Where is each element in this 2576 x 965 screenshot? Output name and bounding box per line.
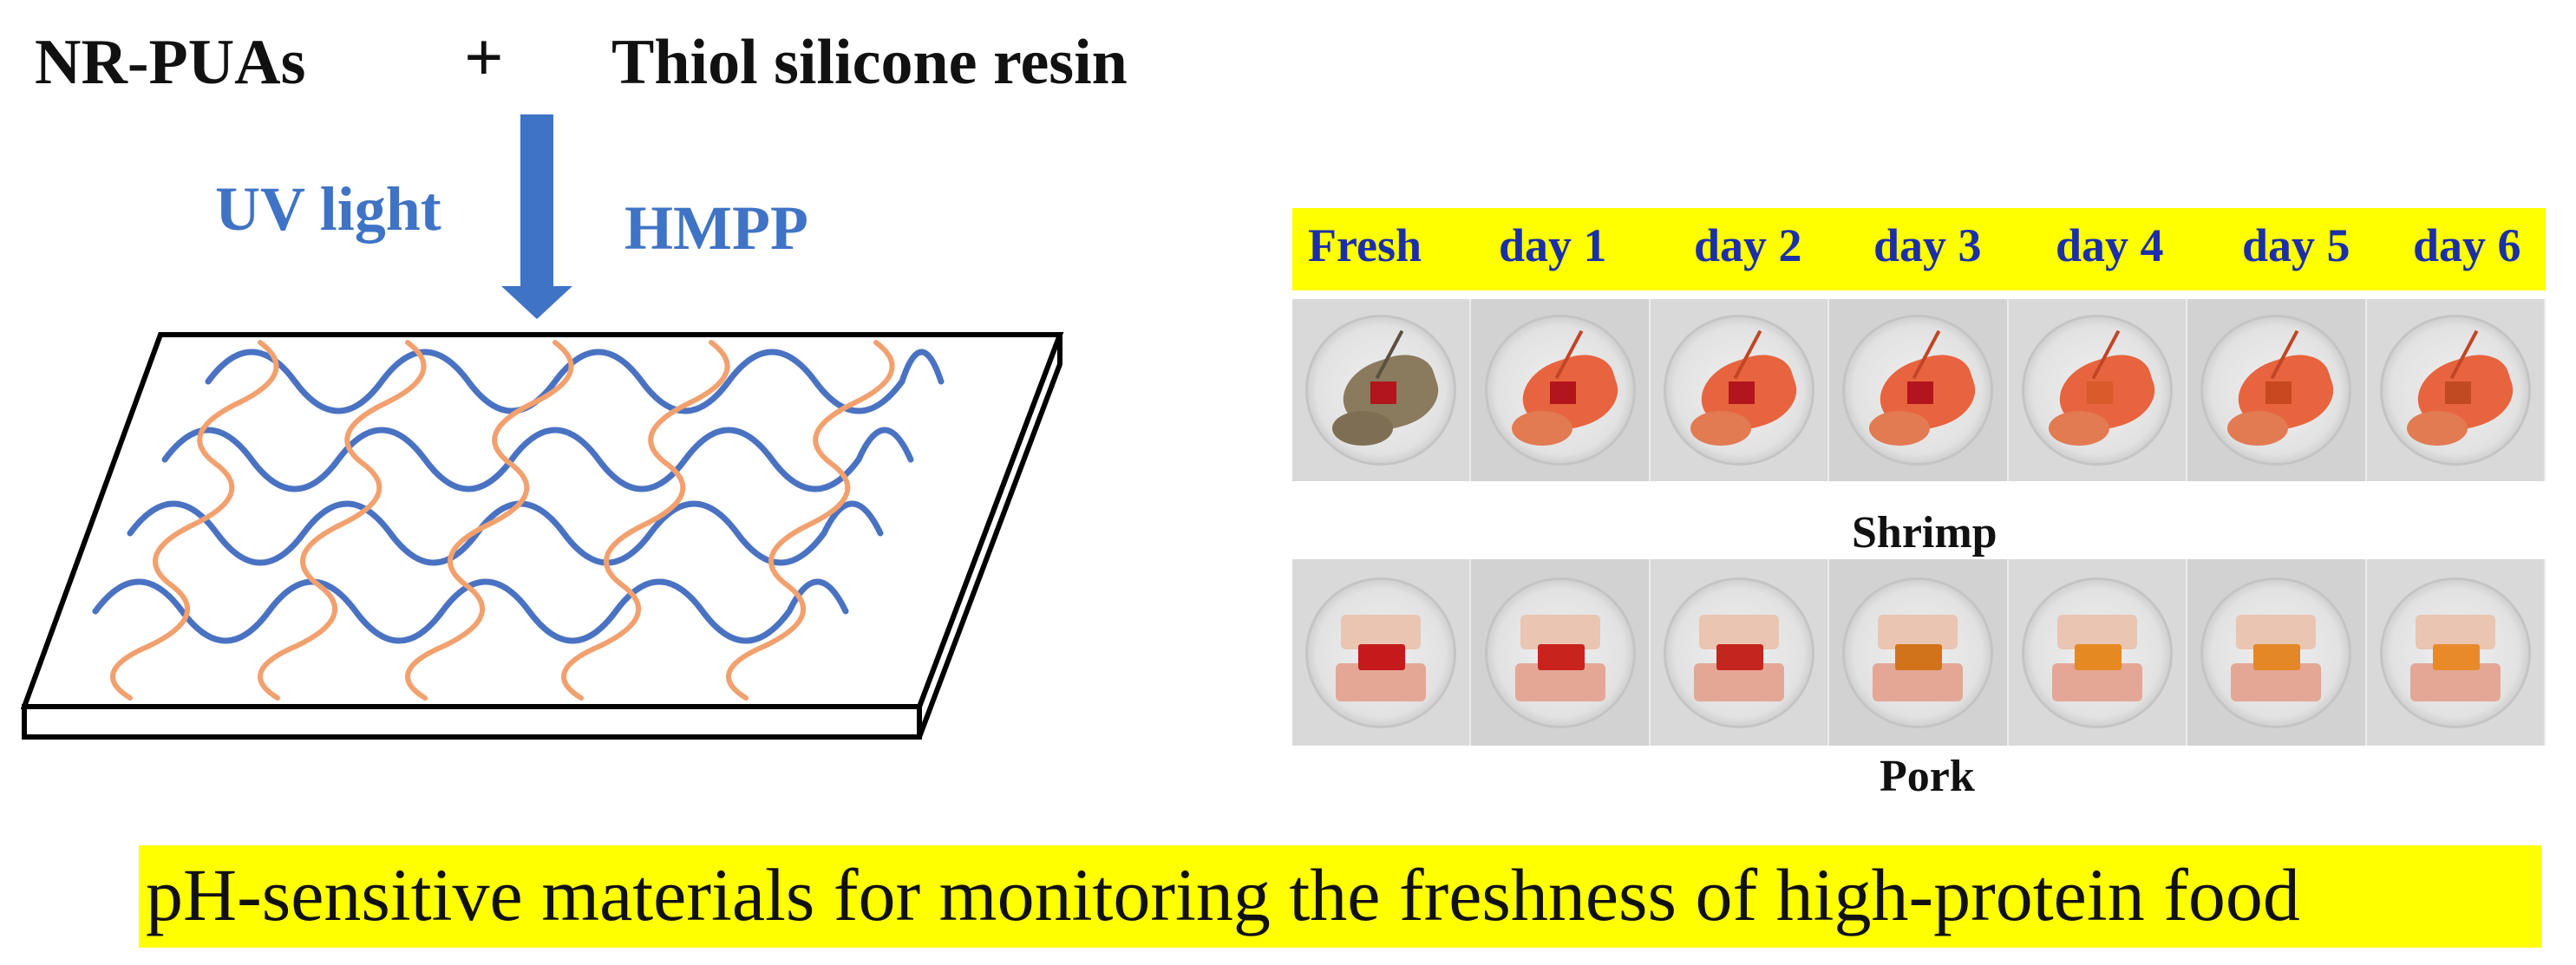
summary-banner-text: pH-sensitive materials for monitoring th… — [146, 853, 2300, 936]
column-label-day-2: day 2 — [1694, 219, 1802, 271]
condition-initiator-hmpp: HMPP — [624, 193, 808, 263]
shrimp-photo-day-1 — [1471, 299, 1651, 481]
plus-sign: + — [464, 20, 504, 96]
condition-uv-light: UV light — [215, 174, 441, 244]
blue-chain-2 — [161, 427, 914, 492]
summary-banner-highlight — [139, 845, 2541, 948]
shrimp-caption: Shrimp — [1852, 508, 1997, 557]
pork-photo-day-6 — [2366, 559, 2546, 746]
column-label-day-6: day 6 — [2413, 219, 2521, 271]
pork-photo-day-1 — [1471, 559, 1651, 746]
shrimp-photo-day-6 — [2366, 299, 2546, 481]
column-label-fresh: Fresh — [1308, 219, 1422, 271]
column-label-day-3: day 3 — [1873, 219, 1982, 271]
shrimp-photo-day-4 — [2008, 299, 2188, 481]
orange-chain-3 — [405, 340, 574, 701]
pork-caption: Pork — [1880, 752, 1975, 801]
pork-photo-row — [1292, 559, 2546, 746]
pork-photo-day-2 — [1650, 559, 1830, 746]
pork-photo-day-4 — [2008, 559, 2188, 746]
shrimp-photo-day-3 — [1829, 299, 2009, 481]
pork-photo-fresh — [1292, 559, 1472, 746]
column-label-day-5: day 5 — [2242, 219, 2350, 271]
blue-chain-4 — [92, 578, 849, 644]
orange-chain-4 — [561, 340, 730, 701]
shrimp-photo-fresh — [1292, 299, 1472, 481]
pork-photo-day-5 — [2187, 559, 2367, 746]
orange-crosslinker-chains — [110, 340, 895, 701]
reactant-thiol-silicone-resin: Thiol silicone resin — [611, 27, 1128, 98]
column-label-day-4: day 4 — [2056, 219, 2164, 271]
shrimp-photo-row — [1292, 299, 2546, 481]
day-header-highlight — [1292, 208, 2546, 290]
down-arrow-icon — [501, 114, 572, 319]
orange-chain-5 — [726, 340, 895, 701]
reactant-nr-puas: NR-PUAs — [35, 27, 306, 98]
shrimp-photo-day-2 — [1650, 299, 1830, 481]
pork-photo-day-3 — [1829, 559, 2009, 746]
orange-chain-1 — [110, 340, 279, 701]
column-label-day-1: day 1 — [1499, 219, 1607, 271]
orange-chain-2 — [258, 340, 427, 701]
shrimp-photo-day-5 — [2187, 299, 2367, 481]
